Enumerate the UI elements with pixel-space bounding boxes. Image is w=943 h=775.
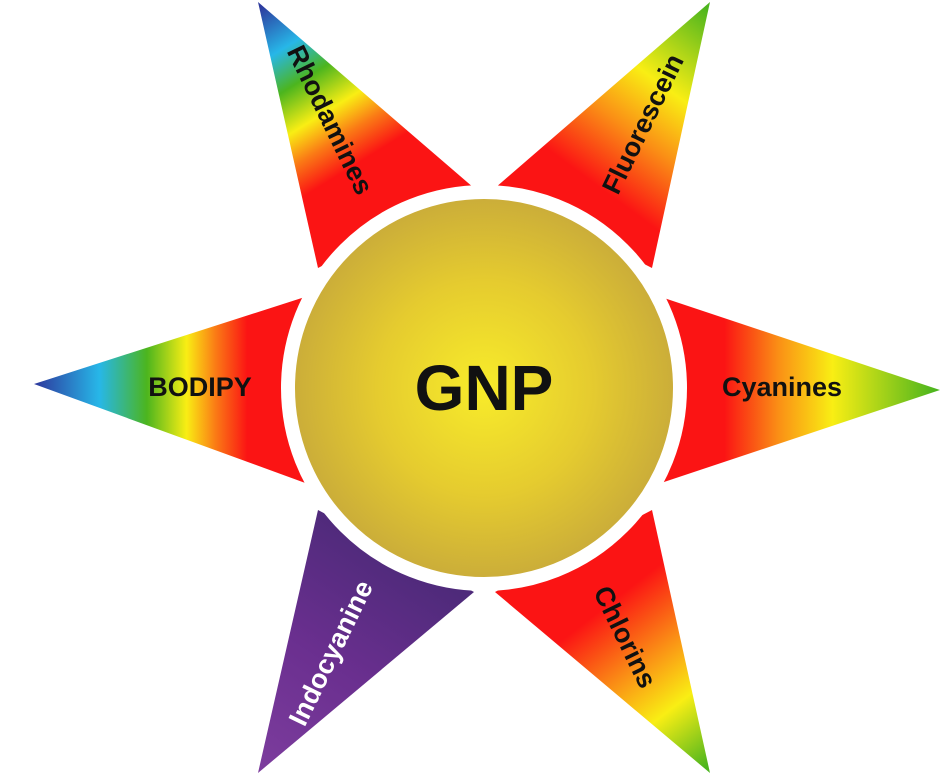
ray-bodipy xyxy=(34,296,308,484)
gold-nanoparticle-core xyxy=(281,185,687,591)
ray-label-cyanines: Cyanines xyxy=(722,372,842,402)
ray-label-bodipy: BODIPY xyxy=(148,372,252,402)
center-label-gnp: GNP xyxy=(415,352,554,424)
ray-cyanines xyxy=(658,296,940,484)
